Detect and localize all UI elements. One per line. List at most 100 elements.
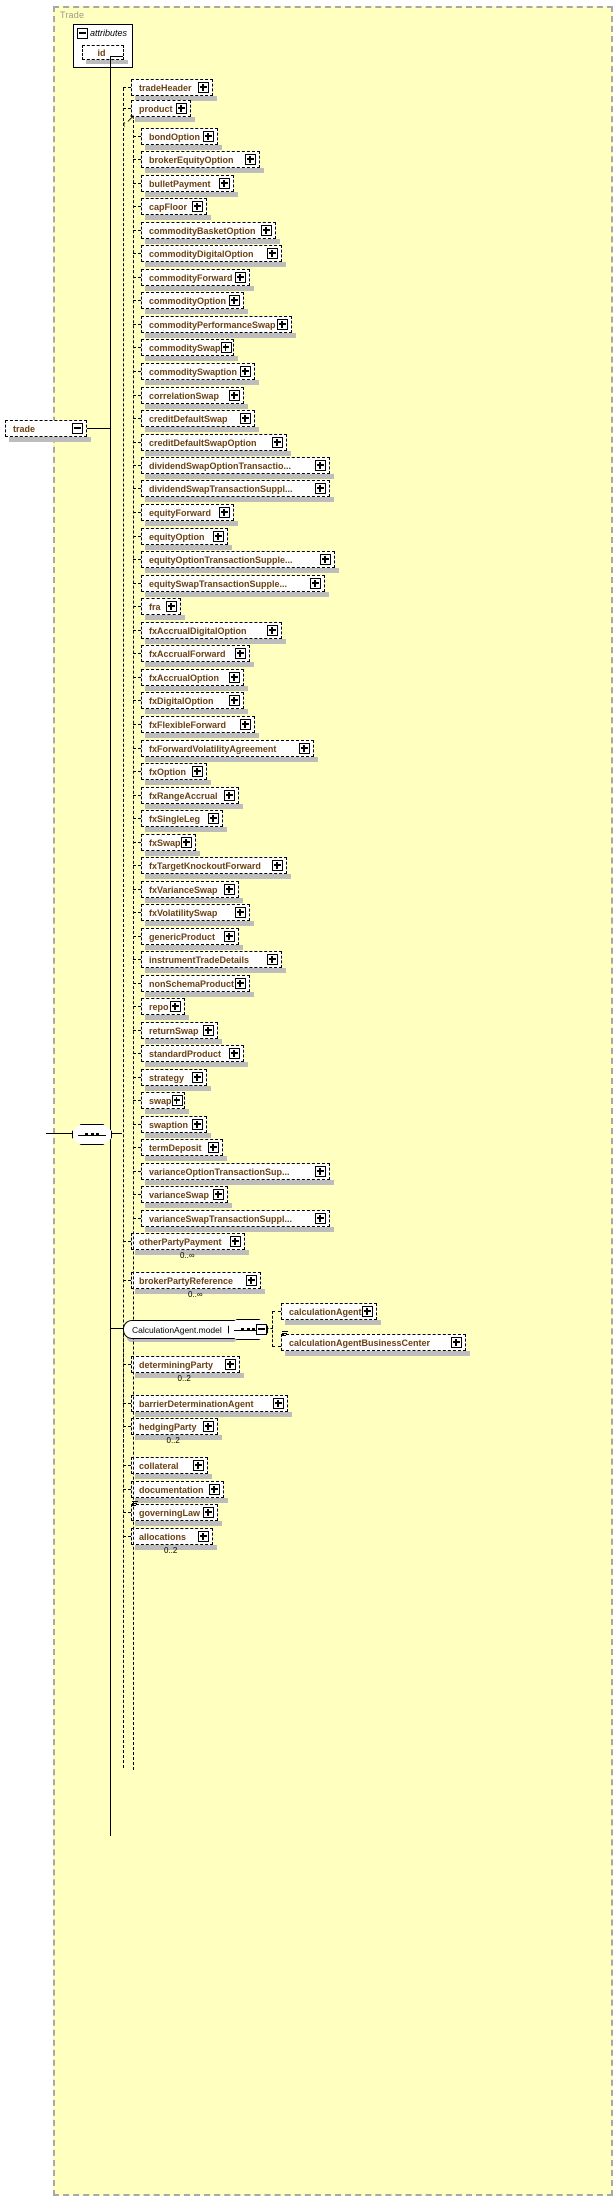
element-commodityBasketOption[interactable]: commodityBasketOption bbox=[141, 222, 276, 239]
element-correlationSwap[interactable]: correlationSwap bbox=[141, 387, 244, 404]
element-capFloor[interactable]: capFloor bbox=[141, 198, 207, 215]
element-hedgingParty[interactable]: hedgingParty bbox=[131, 1418, 218, 1435]
element-brokerPartyReference[interactable]: brokerPartyReference bbox=[131, 1272, 261, 1289]
element-instrumentTradeDetails[interactable]: instrumentTradeDetails bbox=[141, 951, 282, 968]
calculation-agent-sequence-minus-icon[interactable] bbox=[256, 1324, 267, 1335]
element-commodityPerformanceSwap[interactable]: commodityPerformanceSwap bbox=[141, 316, 292, 333]
element-brokerEquityOption[interactable]: brokerEquityOption bbox=[141, 151, 260, 168]
element-fxTargetKnockoutForward[interactable]: fxTargetKnockoutForward bbox=[141, 857, 287, 874]
plus-icon[interactable] bbox=[229, 695, 240, 706]
sequence-node[interactable] bbox=[72, 1124, 112, 1145]
element-fxDigitalOption[interactable]: fxDigitalOption bbox=[141, 692, 244, 709]
element-commodityDigitalOption[interactable]: commodityDigitalOption bbox=[141, 245, 282, 262]
plus-icon[interactable] bbox=[224, 931, 235, 942]
element-dividendSwapOptionTransactio[interactable]: dividendSwapOptionTransactio... bbox=[141, 457, 330, 474]
element-fxAccrualForward[interactable]: fxAccrualForward bbox=[141, 645, 250, 662]
plus-icon[interactable] bbox=[246, 1275, 257, 1286]
element-commoditySwaption[interactable]: commoditySwaption bbox=[141, 363, 255, 380]
plus-icon[interactable] bbox=[235, 272, 246, 283]
element-varianceOptionTransactionSup[interactable]: varianceOptionTransactionSup... bbox=[141, 1163, 330, 1180]
attribute-id[interactable]: id bbox=[82, 45, 124, 60]
element-genericProduct[interactable]: genericProduct bbox=[141, 928, 239, 945]
plus-icon[interactable] bbox=[273, 1398, 284, 1409]
plus-icon[interactable] bbox=[220, 342, 232, 353]
element-commodityForward[interactable]: commodityForward bbox=[141, 269, 250, 286]
plus-icon[interactable] bbox=[192, 766, 203, 777]
plus-icon[interactable] bbox=[198, 82, 209, 93]
plus-icon[interactable] bbox=[176, 103, 187, 114]
element-equityForward[interactable]: equityForward bbox=[141, 504, 234, 521]
element-otherPartyPayment[interactable]: otherPartyPayment bbox=[131, 1233, 245, 1250]
plus-icon[interactable] bbox=[229, 390, 240, 401]
element-fxSwap[interactable]: fxSwap bbox=[141, 834, 196, 851]
element-collateral[interactable]: collateral bbox=[131, 1457, 208, 1474]
plus-icon[interactable] bbox=[225, 1359, 236, 1370]
plus-icon[interactable] bbox=[267, 954, 278, 965]
plus-icon[interactable] bbox=[171, 1095, 183, 1106]
plus-icon[interactable] bbox=[235, 648, 246, 659]
element-varianceSwapTransactionSuppl[interactable]: varianceSwapTransactionSuppl... bbox=[141, 1210, 330, 1227]
plus-icon[interactable] bbox=[219, 178, 230, 189]
plus-icon[interactable] bbox=[203, 1421, 214, 1432]
element-fxRangeAccrual[interactable]: fxRangeAccrual bbox=[141, 787, 239, 804]
plus-icon[interactable] bbox=[181, 837, 192, 848]
attributes-minus-icon[interactable] bbox=[77, 28, 88, 39]
element-dividendSwapTransactionSuppl[interactable]: dividendSwapTransactionSuppl... bbox=[141, 480, 330, 497]
element-returnSwap[interactable]: returnSwap bbox=[141, 1022, 218, 1039]
element-fra[interactable]: fra bbox=[141, 598, 181, 615]
plus-icon[interactable] bbox=[315, 460, 326, 471]
plus-icon[interactable] bbox=[451, 1337, 462, 1348]
plus-icon[interactable] bbox=[272, 860, 283, 871]
plus-icon[interactable] bbox=[170, 1001, 181, 1012]
plus-icon[interactable] bbox=[219, 507, 230, 518]
element-fxForwardVolatilityAgreement[interactable]: fxForwardVolatilityAgreement bbox=[141, 740, 314, 757]
element-standardProduct[interactable]: standardProduct bbox=[141, 1045, 244, 1062]
element-allocations[interactable]: allocations bbox=[131, 1528, 213, 1545]
plus-icon[interactable] bbox=[192, 1119, 203, 1130]
plus-icon[interactable] bbox=[267, 248, 278, 259]
element-tradeHeader[interactable]: tradeHeader bbox=[131, 79, 213, 96]
plus-icon[interactable] bbox=[229, 295, 240, 306]
plus-icon[interactable] bbox=[198, 1531, 209, 1542]
plus-icon[interactable] bbox=[229, 672, 240, 683]
minus-icon[interactable] bbox=[72, 423, 83, 434]
plus-icon[interactable] bbox=[209, 1484, 220, 1495]
plus-icon[interactable] bbox=[230, 1236, 241, 1247]
element-equitySwapTransactionSupple[interactable]: equitySwapTransactionSupple... bbox=[141, 575, 325, 592]
element-swaption[interactable]: swaption bbox=[141, 1116, 207, 1133]
plus-icon[interactable] bbox=[320, 554, 331, 565]
element-fxVarianceSwap[interactable]: fxVarianceSwap bbox=[141, 881, 239, 898]
plus-icon[interactable] bbox=[277, 319, 288, 330]
element-equityOption[interactable]: equityOption bbox=[141, 528, 228, 545]
element-bulletPayment[interactable]: bulletPayment bbox=[141, 175, 234, 192]
plus-icon[interactable] bbox=[192, 201, 203, 212]
element-governingLaw[interactable]: governingLaw bbox=[131, 1504, 218, 1521]
plus-icon[interactable] bbox=[208, 813, 219, 824]
element-commodityOption[interactable]: commodityOption bbox=[141, 292, 244, 309]
plus-icon[interactable] bbox=[235, 978, 246, 989]
plus-icon[interactable] bbox=[240, 413, 251, 424]
element-product[interactable]: product bbox=[131, 100, 191, 117]
plus-icon[interactable] bbox=[315, 1166, 326, 1177]
plus-icon[interactable] bbox=[208, 1142, 219, 1153]
element-fxOption[interactable]: fxOption bbox=[141, 763, 207, 780]
plus-icon[interactable] bbox=[315, 483, 326, 494]
plus-icon[interactable] bbox=[272, 437, 283, 448]
element-swap[interactable]: swap bbox=[141, 1092, 185, 1109]
element-nonSchemaProduct[interactable]: nonSchemaProduct bbox=[141, 975, 250, 992]
element-fxAccrualOption[interactable]: fxAccrualOption bbox=[141, 669, 244, 686]
plus-icon[interactable] bbox=[203, 131, 214, 142]
element-varianceSwap[interactable]: varianceSwap bbox=[141, 1186, 228, 1203]
plus-icon[interactable] bbox=[203, 1025, 214, 1036]
element-creditDefaultSwapOption[interactable]: creditDefaultSwapOption bbox=[141, 434, 287, 451]
plus-icon[interactable] bbox=[240, 366, 251, 377]
element-commoditySwap[interactable]: commoditySwap bbox=[141, 339, 234, 356]
plus-icon[interactable] bbox=[299, 743, 310, 754]
element-equityOptionTransactionSupple[interactable]: equityOptionTransactionSupple... bbox=[141, 551, 335, 568]
element-fxVolatilitySwap[interactable]: fxVolatilitySwap bbox=[141, 904, 250, 921]
element-documentation[interactable]: documentation bbox=[131, 1481, 224, 1498]
plus-icon[interactable] bbox=[213, 531, 224, 542]
plus-icon[interactable] bbox=[245, 154, 256, 165]
element-calculationAgentBusinessCenter[interactable]: calculationAgentBusinessCenter bbox=[281, 1334, 466, 1351]
element-calculationAgent[interactable]: calculationAgent bbox=[281, 1303, 377, 1320]
